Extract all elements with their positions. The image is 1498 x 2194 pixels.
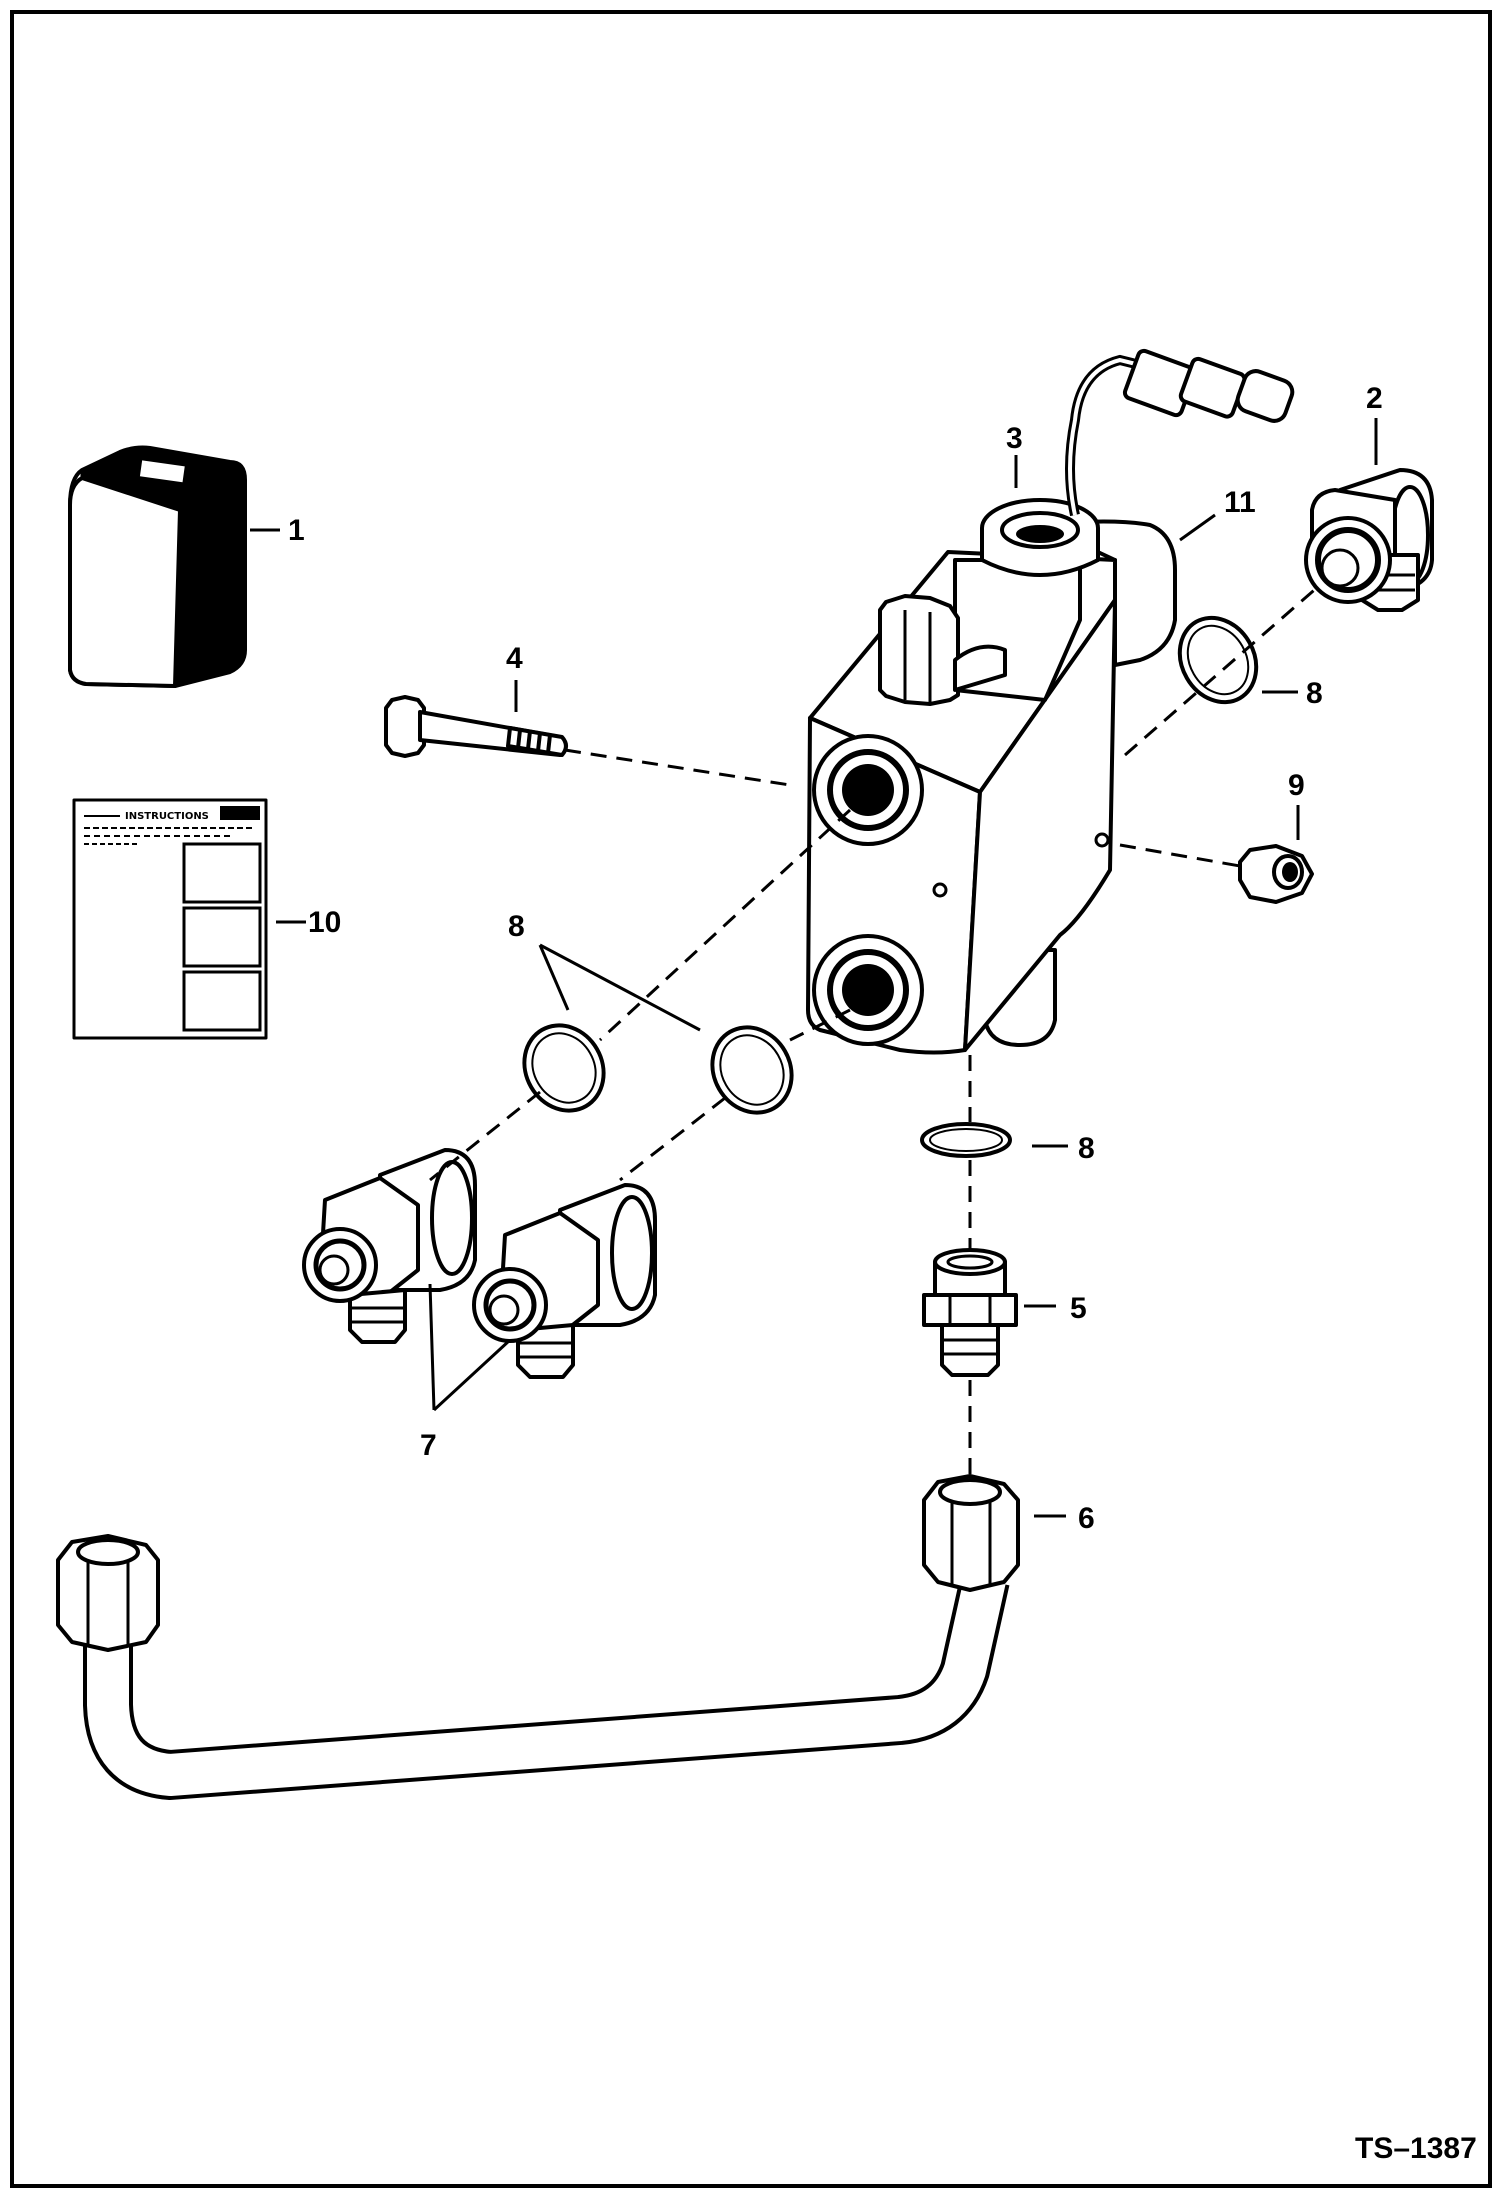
callout-8-lower: 8 (1078, 1132, 1095, 1165)
assembly-line-right-fitting (619, 1096, 726, 1182)
leader-7-b (432, 1338, 512, 1412)
part-1-kit-box (68, 445, 247, 688)
callout-5: 5 (1070, 1292, 1087, 1325)
assembly-line-elbow-2 (1124, 583, 1321, 757)
callout-10: 10 (308, 906, 341, 939)
sheet-header: INSTRUCTIONS (125, 811, 209, 822)
part-7-elbow-fitting-left (302, 1148, 477, 1344)
callout-8-left: 8 (508, 910, 525, 943)
callout-9: 9 (1288, 769, 1305, 802)
part-8-o-ring-upper (1177, 615, 1259, 705)
leader-8-left-b (539, 943, 701, 1032)
assembly-line-bolt (564, 748, 791, 787)
callout-8-upper: 8 (1306, 677, 1323, 710)
part-4-bolt (384, 695, 568, 758)
callout-7: 7 (420, 1429, 437, 1462)
assembly-line-left-fitting (429, 1090, 541, 1182)
assembly-line-nut (1119, 843, 1241, 868)
assembly-line-lower-port (789, 1008, 851, 1042)
callout-1: 1 (288, 514, 305, 547)
part-11-valve-body (806, 348, 1295, 1055)
part-5-straight-fitting (922, 1248, 1018, 1377)
callout-6: 6 (1078, 1502, 1095, 1535)
callout-3: 3 (1006, 422, 1023, 455)
figure-id: TS–1387 (1355, 2132, 1477, 2165)
assembly-line-upper-port (598, 808, 852, 1042)
part-8-o-ring-right (710, 1025, 794, 1115)
part-8-o-ring-left (522, 1023, 606, 1113)
part-6-tube-assembly (56, 1474, 1020, 1800)
callout-11: 11 (1224, 486, 1256, 519)
part-9-nut (1238, 844, 1314, 904)
leader-7-a (428, 1283, 436, 1411)
leader-11 (1179, 513, 1216, 542)
callout-4: 4 (506, 642, 523, 675)
part-2-elbow-fitting (1304, 468, 1434, 612)
leader-8-left-a (538, 944, 570, 1011)
part-10-instruction-sheet: INSTRUCTIONS (72, 798, 268, 1040)
callout-2: 2 (1366, 382, 1383, 415)
